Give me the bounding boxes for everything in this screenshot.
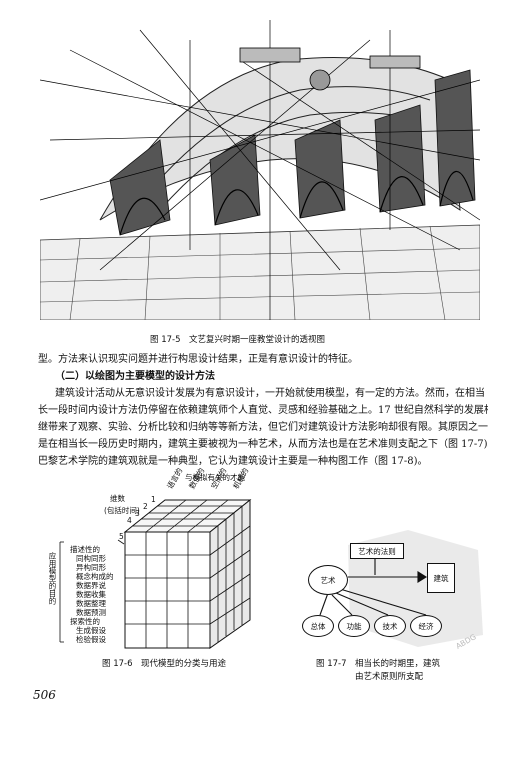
art-rule-connectors [319, 555, 428, 616]
fig6-side-label: 应用模型的目的 [48, 552, 57, 605]
fig6-row-6: 数据整理 [76, 599, 106, 608]
section-heading: （二）以绘图为主要模型的设计方法 [55, 371, 215, 382]
cube-diagram [59, 498, 252, 649]
factor-node-economy: 经济 [410, 615, 442, 637]
fig6-row-number-2: 2 [143, 502, 148, 511]
fig6-row-4: 数据界说 [76, 581, 106, 590]
body-line-1: 建筑设计活动从无意识设计发展为有意识设计，一开始就使用模型，有一定的方法。然而，… [55, 388, 485, 399]
figure-17-7-caption-line2: 由艺术原则所支配 [355, 672, 424, 682]
figure-17-6-caption: 图 17-6 现代模型的分类与用途 [102, 659, 226, 669]
figure-17-5-illustration [39, 20, 481, 321]
art-rules-label: 艺术的法则 [358, 546, 396, 556]
factor-label-function: 功能 [346, 621, 362, 631]
fig6-row-8: 探索性的 [70, 617, 100, 626]
figure-17-7-caption-line1: 图 17-7 相当长的时期里，建筑 [316, 659, 440, 669]
fig6-row-2: 异构同形 [76, 563, 106, 572]
fig6-row-7: 数据预测 [76, 608, 106, 617]
factor-node-overall: 总体 [302, 615, 334, 637]
fig6-dimension-label: 维数 [110, 494, 125, 503]
figure-17-6: 与模拟有关的才能 [40, 467, 290, 650]
fig6-row-1: 同构同形 [76, 554, 106, 563]
art-node: 艺术 [308, 565, 348, 595]
fig6-row-number-3: 3 [135, 509, 140, 518]
fig6-dimension-sub: (包括时间) [104, 506, 140, 515]
fig6-row-number-4: 4 [127, 516, 132, 525]
architecture-label: 建筑 [433, 573, 449, 583]
factor-node-function: 功能 [338, 615, 370, 637]
fig6-top-label: 与模拟有关的才能 [185, 473, 245, 482]
body-line-5: 巴黎艺术学院的建筑观就是一种典型，它认为建筑设计主要是一种构图工作（图 17-8… [38, 456, 428, 467]
church-perspective-drawing [39, 20, 481, 321]
figure-17-7: ABDG 艺术的法则 艺术 建筑 总体 功能 技术 经济 [300, 525, 490, 651]
architecture-box: 建筑 [427, 563, 455, 593]
factor-label-overall: 总体 [310, 621, 326, 631]
fig6-row-10: 检验假设 [76, 635, 106, 644]
factor-node-technology: 技术 [374, 615, 406, 637]
art-node-label: 艺术 [320, 575, 336, 585]
page-number: 506 [33, 688, 56, 702]
figure-17-5-caption: 图 17-5 文艺复兴时期一座教堂设计的透视图 [150, 335, 325, 345]
art-rules-box: 艺术的法则 [350, 543, 404, 559]
fig6-row-0: 描述性的 [70, 545, 100, 554]
fig6-row-number-1: 1 [151, 495, 156, 504]
body-line-2: 长一段时间内设计方法仍停留在依赖建筑师个人直觉、灵感和经验基础之上。17 世纪自… [38, 405, 488, 416]
fig6-row-9: 生成假设 [76, 626, 106, 635]
factor-label-technology: 技术 [382, 621, 398, 631]
factor-label-economy: 经济 [418, 621, 434, 631]
fig6-row-3: 概念构成的 [76, 572, 114, 581]
body-line-3: 继带来了观察、实验、分析比较和归纳等等新方法，但它们对建筑设计方法影响却很有限。… [38, 422, 488, 433]
body-line-4: 是在相当长一段历史时期内，建筑主要被视为一种艺术，从而方法也是在艺术准则支配之下… [38, 439, 488, 450]
fig6-row-number-5: 5 [119, 532, 124, 541]
fig6-row-5: 数据收集 [76, 590, 106, 599]
body-line-0: 型。方法来认识现实问题并进行构思设计结果，正是有意识设计的特征。 [38, 354, 358, 365]
